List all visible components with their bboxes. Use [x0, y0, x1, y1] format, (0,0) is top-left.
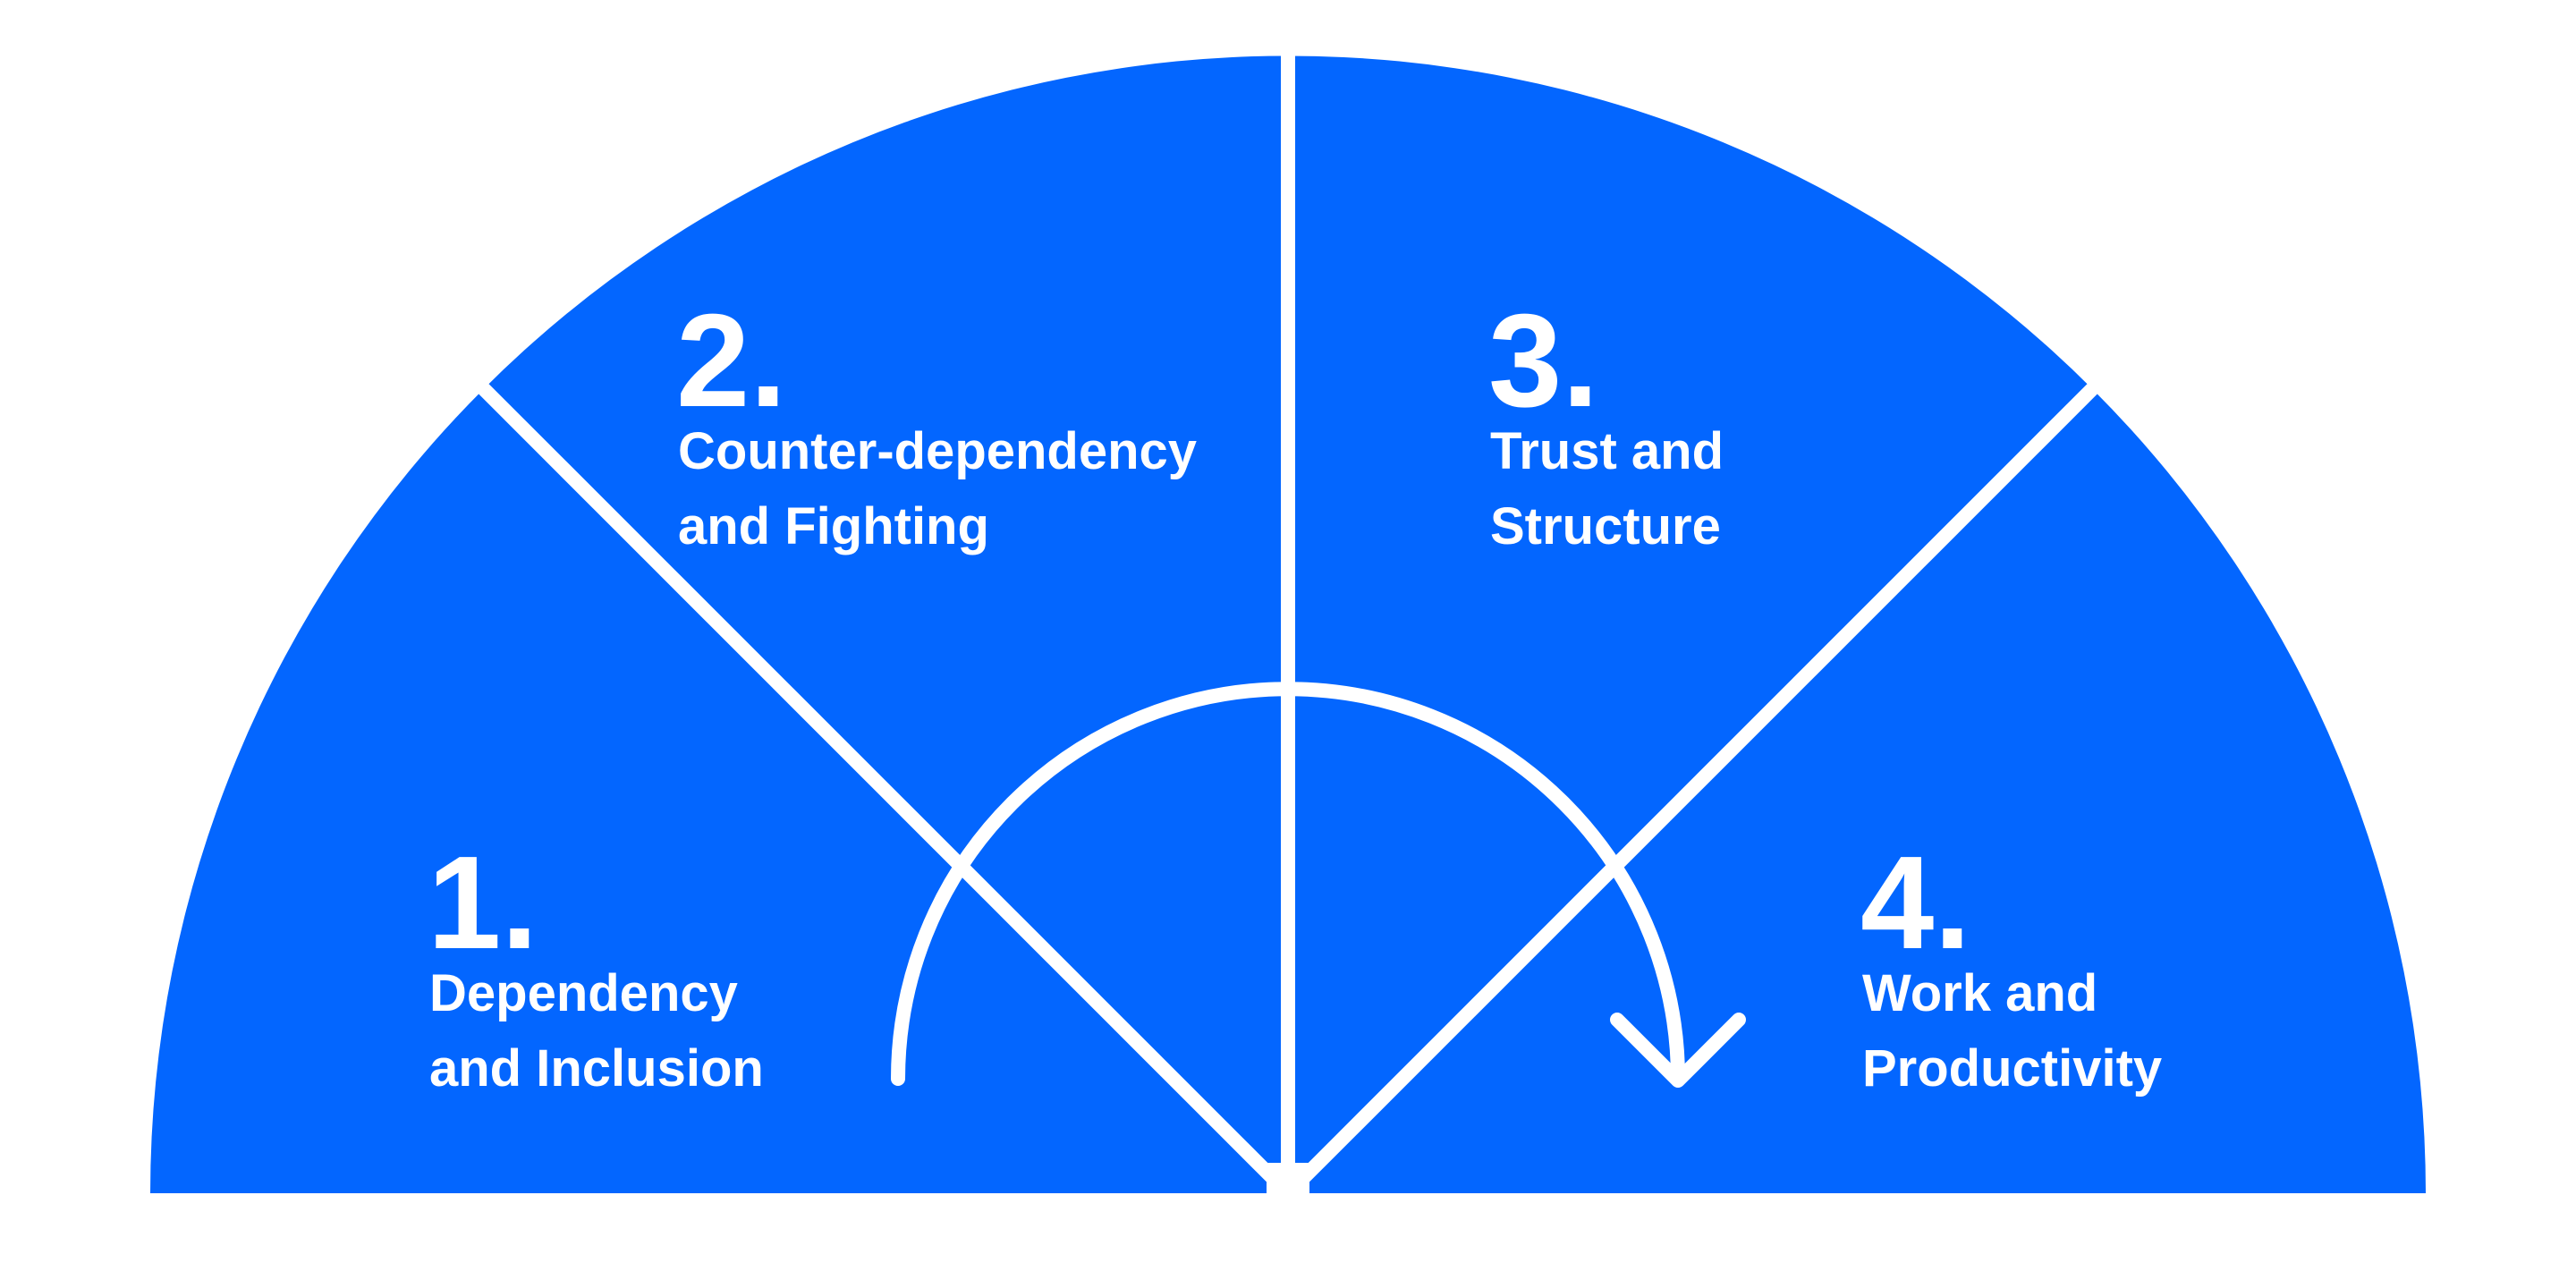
- stage-1-number: 1.: [428, 829, 538, 977]
- stage-3-label-line1: Trust and: [1490, 422, 1724, 480]
- stage-3: 3. Trust and Structure: [1488, 287, 1724, 555]
- arrow-arc: [891, 682, 1685, 1086]
- stage-4-label-line1: Work and: [1862, 964, 2097, 1022]
- arrow-head: [1610, 1013, 1746, 1088]
- divider-right: [1283, 383, 2098, 1199]
- stage-4-number: 4.: [1860, 829, 1970, 977]
- divider-left: [478, 383, 1293, 1199]
- stage-2-number: 2.: [676, 287, 786, 435]
- stage-4-label-line2: Productivity: [1862, 1039, 2162, 1098]
- stage-4: 4. Work and Productivity: [1860, 829, 2162, 1098]
- stage-3-number: 3.: [1488, 287, 1598, 435]
- stage-3-label-line2: Structure: [1490, 497, 1721, 555]
- stage-2-label-line1: Counter-dependency: [678, 422, 1197, 480]
- center-gap: [1267, 1163, 1309, 1199]
- stage-1-label-line2: and Inclusion: [429, 1039, 764, 1098]
- stage-1: 1. Dependency and Inclusion: [428, 829, 764, 1098]
- segment-dividers: [478, 36, 2098, 1199]
- stage-1-label-line1: Dependency: [429, 964, 738, 1022]
- stage-2-label-line2: and Fighting: [678, 497, 989, 555]
- stage-2: 2. Counter-dependency and Fighting: [676, 287, 1197, 555]
- clockwise-arrow-icon: [891, 682, 1746, 1088]
